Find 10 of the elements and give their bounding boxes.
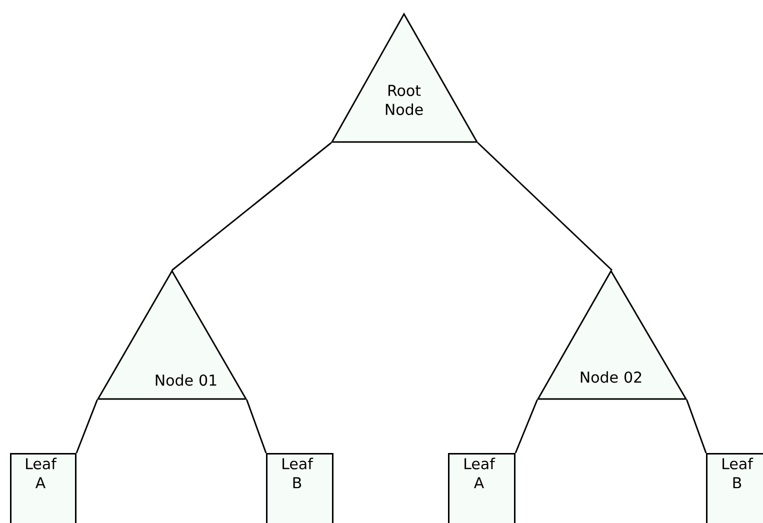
leaf-box: Leaf A (10, 453, 76, 523)
connector-line (172, 142, 332, 271)
leaf-box: Leaf B (706, 453, 763, 523)
connector-line (76, 399, 98, 454)
connector-line (246, 400, 267, 454)
connector-line (514, 399, 538, 454)
connector-line (686, 400, 707, 454)
leaf-box: Leaf B (266, 453, 334, 523)
connector-line (477, 142, 613, 271)
leaf-box: Leaf A (448, 453, 516, 523)
